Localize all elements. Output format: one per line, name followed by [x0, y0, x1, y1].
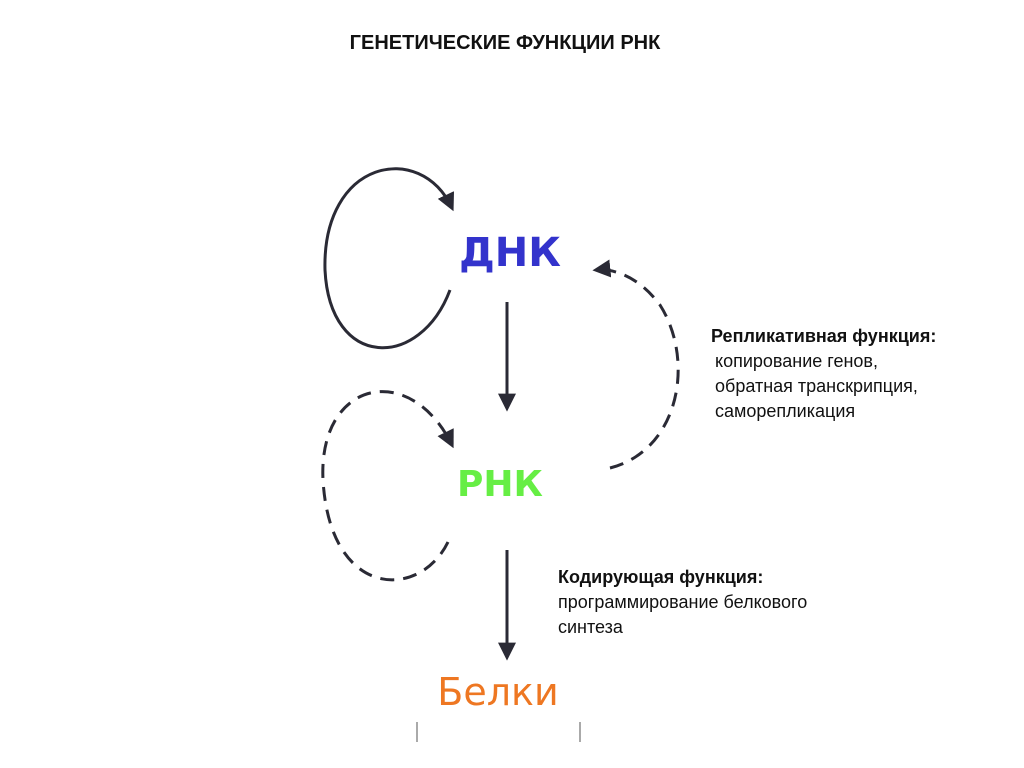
coding-function-description: Кодирующая функция: программирование бел… — [558, 565, 807, 640]
coding-line: программирование белкового — [558, 592, 808, 612]
dna-self-loop-arrow — [323, 167, 454, 350]
protein-label: Белки — [437, 670, 559, 714]
replicative-line: обратная транскрипция, — [715, 376, 918, 396]
coding-line: синтеза — [558, 617, 623, 637]
rna-self-loop-arrow — [321, 390, 454, 582]
replicative-line: копирование генов, — [715, 351, 878, 371]
page-title: ГЕНЕТИЧЕСКИЕ ФУНКЦИИ РНК — [349, 32, 661, 54]
replicative-function-heading: Репликативная функция: — [711, 326, 937, 346]
rna-to-dna-reverse-arrow — [592, 259, 680, 470]
replicative-function-description: Репликативная функция: копирование генов… — [711, 324, 936, 424]
coding-function-heading: Кодирующая функция: — [558, 567, 764, 587]
dna-label: ДНК — [459, 230, 561, 276]
replicative-line: саморепликация — [715, 401, 856, 421]
rna-label: РНК — [457, 464, 543, 505]
